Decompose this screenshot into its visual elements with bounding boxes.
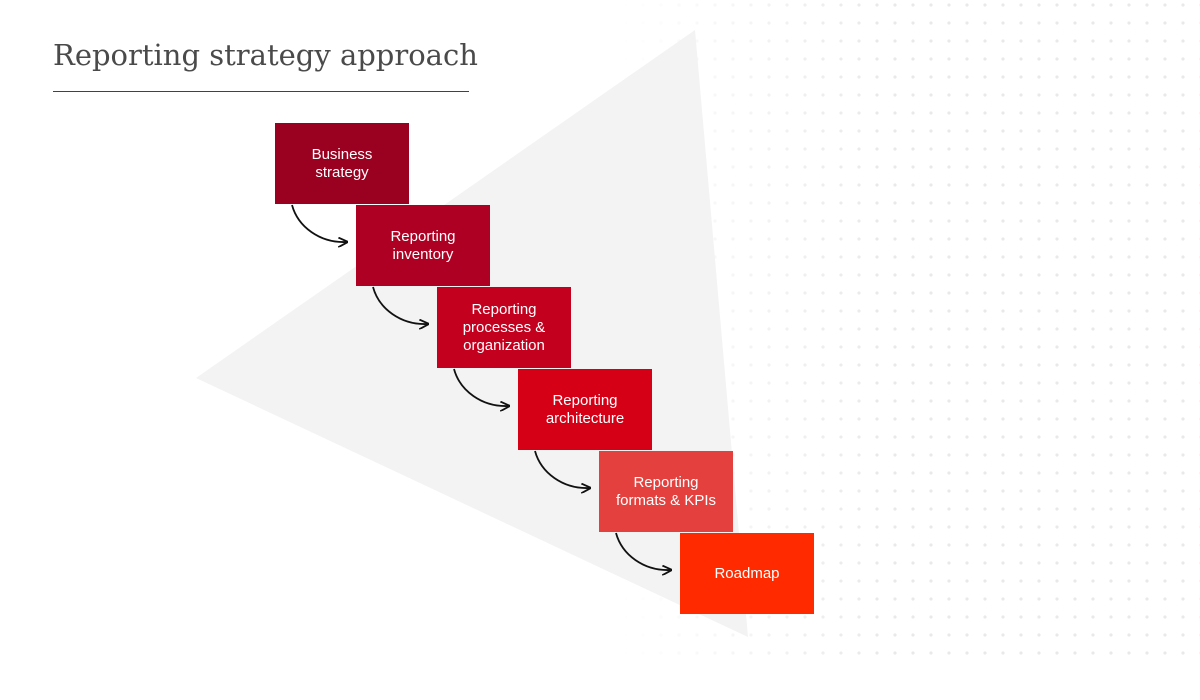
step-box-3: Reporting processes & organization: [437, 287, 571, 368]
step-box-1: Business strategy: [275, 123, 409, 204]
step-box-5: Reporting formats & KPIs: [599, 451, 733, 532]
step-box-2: Reporting inventory: [356, 205, 490, 286]
step-box-4: Reporting architecture: [518, 369, 652, 450]
connector-arrow-4: [534, 450, 589, 488]
title-underline: [53, 91, 469, 92]
connector-arrow-2: [372, 286, 427, 324]
connector-arrow-3: [453, 368, 508, 406]
step-box-6: Roadmap: [680, 533, 814, 614]
connector-arrow-5: [615, 532, 670, 570]
page-title: Reporting strategy approach: [53, 38, 478, 72]
connector-arrow-1: [291, 204, 346, 242]
